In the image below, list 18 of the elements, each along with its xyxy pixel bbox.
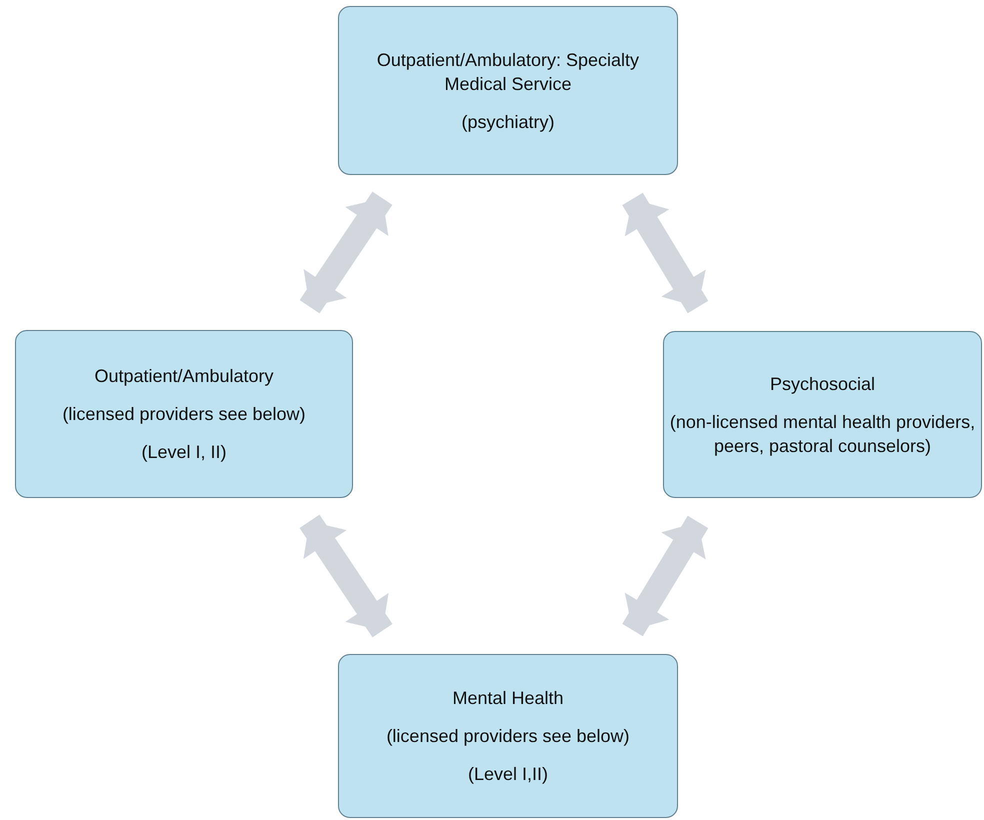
box-text: Outpatient/Ambulatory xyxy=(94,365,274,388)
box-text: (licensed providers see below) xyxy=(386,725,630,748)
box-text: Psychosocial xyxy=(770,372,876,396)
double-arrow xyxy=(300,192,392,314)
double-arrow xyxy=(622,192,708,314)
box-text: Outpatient/Ambulatory: Specialty Medical Service xyxy=(376,48,640,96)
double-arrow xyxy=(300,514,392,638)
rounded-box xyxy=(338,654,678,818)
box-text: Mental Health xyxy=(452,687,564,710)
box-text: (psychiatry) xyxy=(461,110,554,134)
box-text: (Level I, II) xyxy=(141,441,227,464)
rounded-box xyxy=(15,330,353,498)
rounded-box xyxy=(663,331,982,498)
box-text: (Level I,II) xyxy=(468,763,548,786)
box-text: (licensed providers see below) xyxy=(62,403,306,426)
double-arrow xyxy=(622,516,708,636)
rounded-box xyxy=(338,6,678,175)
box-text: (non-licensed mental health providers, peers, pastoral counselors) xyxy=(668,410,976,458)
